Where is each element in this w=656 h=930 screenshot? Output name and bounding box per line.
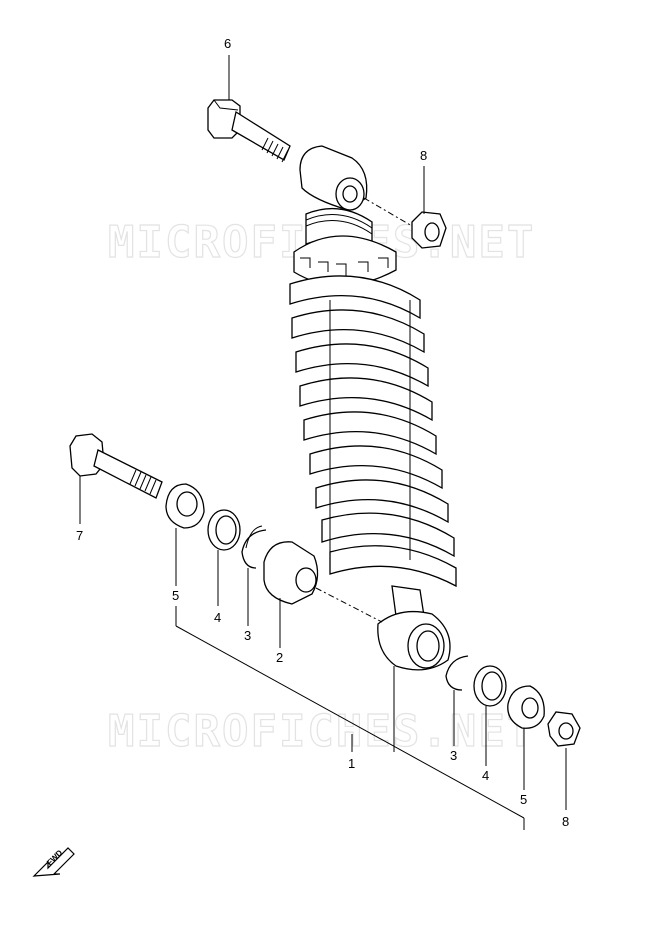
callout-8-lower: 8 bbox=[562, 814, 569, 829]
fwd-arrow-icon: FWD bbox=[32, 847, 75, 877]
circlip-left bbox=[241, 525, 267, 569]
upper-mount-bolt bbox=[207, 99, 291, 163]
leader-lines bbox=[79, 55, 567, 830]
callout-3-right: 3 bbox=[450, 748, 457, 763]
spacer-left bbox=[263, 541, 319, 605]
callout-6: 6 bbox=[224, 36, 231, 51]
lower-nut bbox=[547, 711, 581, 747]
callout-1: 1 bbox=[348, 756, 355, 771]
bushing-left bbox=[207, 509, 241, 551]
callout-4-right: 4 bbox=[482, 768, 489, 783]
bushing-right bbox=[473, 665, 507, 707]
shock-absorber-body bbox=[289, 145, 457, 671]
callout-5-right: 5 bbox=[520, 792, 527, 807]
callout-5-left: 5 bbox=[172, 588, 179, 603]
collar-left bbox=[165, 483, 205, 529]
watermark-bottom: MICROFICHES.NET bbox=[108, 706, 535, 757]
collar-right bbox=[507, 685, 545, 729]
callout-4-left: 4 bbox=[214, 610, 221, 625]
callout-3-left: 3 bbox=[244, 628, 251, 643]
callout-8-upper: 8 bbox=[420, 148, 427, 163]
lower-mount-bolt bbox=[69, 433, 163, 499]
upper-nut bbox=[411, 211, 447, 249]
callout-7: 7 bbox=[76, 528, 83, 543]
callout-2: 2 bbox=[276, 650, 283, 665]
circlip-right bbox=[445, 655, 469, 691]
spring-coils bbox=[289, 275, 457, 588]
